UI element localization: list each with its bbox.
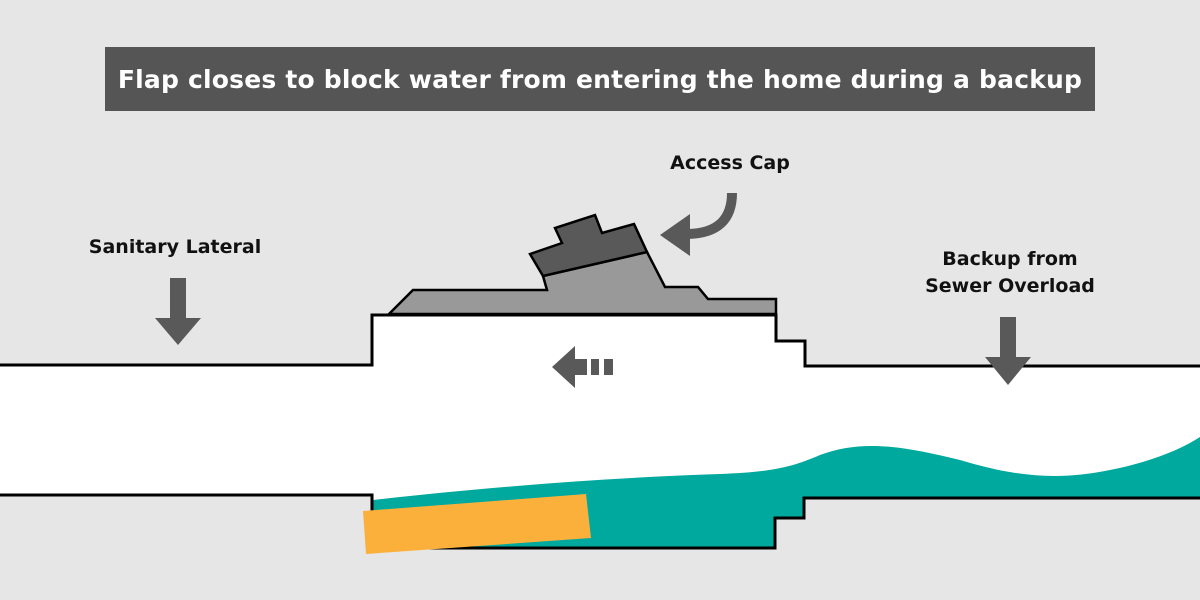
backup-label-line2: Sewer Overload <box>925 275 1095 297</box>
valve-body <box>385 250 778 316</box>
access-cap <box>528 213 649 278</box>
backup-label: Backup from Sewer Overload <box>900 246 1120 300</box>
access-cap-label: Access Cap <box>670 152 790 174</box>
pipe-outline-bottom <box>0 493 1200 550</box>
flow-direction-arrow-icon <box>552 346 613 388</box>
flap <box>363 494 591 554</box>
down-arrow-icon <box>985 317 1031 385</box>
down-arrow-icon <box>155 278 201 345</box>
title-text: Flap closes to block water from entering… <box>117 64 1083 94</box>
title-banner: Flap closes to block water from entering… <box>105 47 1095 111</box>
curved-arrow-icon <box>660 192 737 256</box>
pipe-outline-top <box>0 313 1200 368</box>
backup-label-line1: Backup from <box>942 248 1078 270</box>
sanitary-lateral-label: Sanitary Lateral <box>88 236 262 258</box>
